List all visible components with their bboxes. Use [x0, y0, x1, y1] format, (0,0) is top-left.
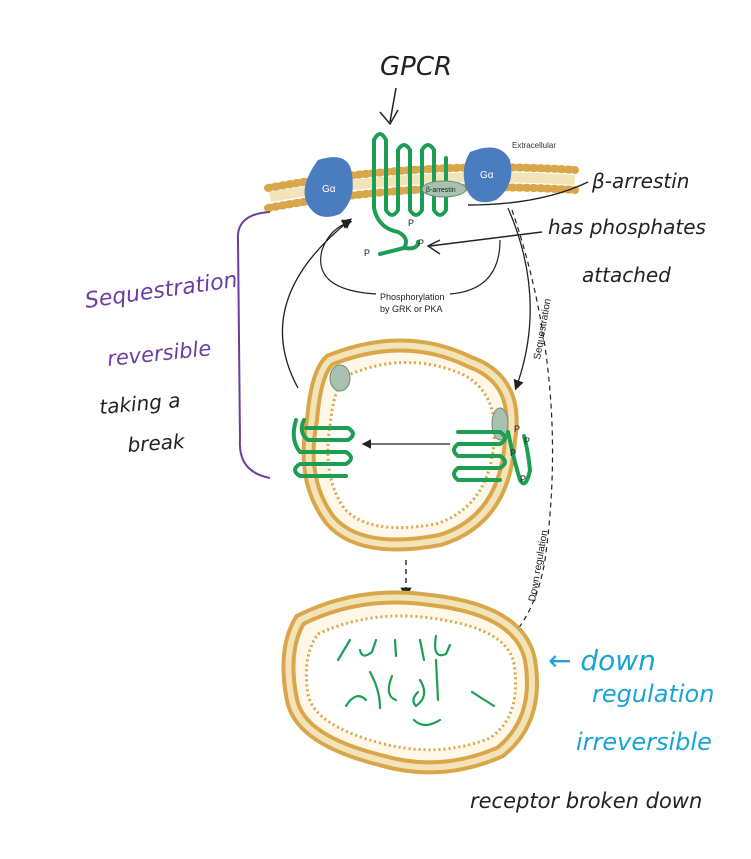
beta-arrestin-annotation-line	[467, 181, 589, 206]
svg-text:Gα: Gα	[322, 184, 336, 195]
phosphorylation-label-2: by GRK or PKA	[380, 304, 443, 314]
attached-annotation: attached	[582, 263, 671, 287]
gpcr-annotation-arrow	[379, 87, 399, 126]
beta-arrestin-small-label: β-arrestin	[426, 187, 456, 194]
down-regulation-arrow	[496, 209, 554, 652]
endosome-phosphate-2: P	[524, 436, 530, 446]
phosphate-1: P	[408, 218, 414, 228]
phosphates-annotation-arrow	[426, 231, 543, 255]
taking-a-annotation: taking a	[98, 388, 181, 419]
beta-arrestin-endosome-left	[329, 364, 351, 392]
endosome-phosphate-1: P	[514, 424, 520, 434]
sequestration-arrow	[507, 207, 531, 391]
gpcr-receptor-top	[372, 132, 448, 256]
has-phosphates-annotation: has phosphates	[548, 215, 706, 239]
sequestration-bracket	[236, 211, 271, 479]
gpcr-annotation: GPCR	[380, 52, 452, 82]
beta-arrestin-top	[421, 180, 467, 198]
phosphorylation-arrow-right	[449, 239, 501, 295]
endosome-receptor-left	[291, 418, 355, 478]
phosphorylation-arrow-left	[320, 219, 377, 295]
extracellular-label: Extracellular	[512, 141, 556, 150]
receptor-broken-down-annotation: receptor broken down	[470, 789, 702, 813]
svg-text:Gα: Gα	[480, 170, 494, 181]
break-annotation: break	[127, 429, 187, 457]
endosome-receptor-right	[452, 430, 533, 486]
phosphorylation-label-1: Phosphorylation	[380, 292, 445, 302]
g-protein-left: Gα	[304, 157, 353, 217]
beta-arrestin-annotation: β-arrestin	[591, 169, 689, 193]
phosphate-3: P	[418, 238, 424, 248]
sequestration-figure-label: Sequestration	[532, 298, 554, 361]
reversible-annotation: reversible	[106, 336, 212, 371]
endosome	[301, 338, 519, 552]
g-protein-right: Gα	[463, 147, 512, 203]
endosome-phosphate-4: P	[520, 474, 526, 484]
sequestration-annotation: Sequestration	[83, 268, 239, 314]
regulation-annotation: regulation	[592, 680, 714, 708]
lysosome	[281, 590, 539, 775]
down-annotation: ← down	[548, 644, 656, 677]
endosome-phosphate-3: P	[510, 448, 516, 458]
recycling-arrow	[281, 218, 353, 389]
degraded-receptor-fragments	[336, 634, 496, 727]
irreversible-annotation: irreversible	[576, 728, 712, 756]
phosphate-2: P	[364, 248, 370, 258]
down-regulation-figure-label: Down regulation	[527, 529, 550, 602]
